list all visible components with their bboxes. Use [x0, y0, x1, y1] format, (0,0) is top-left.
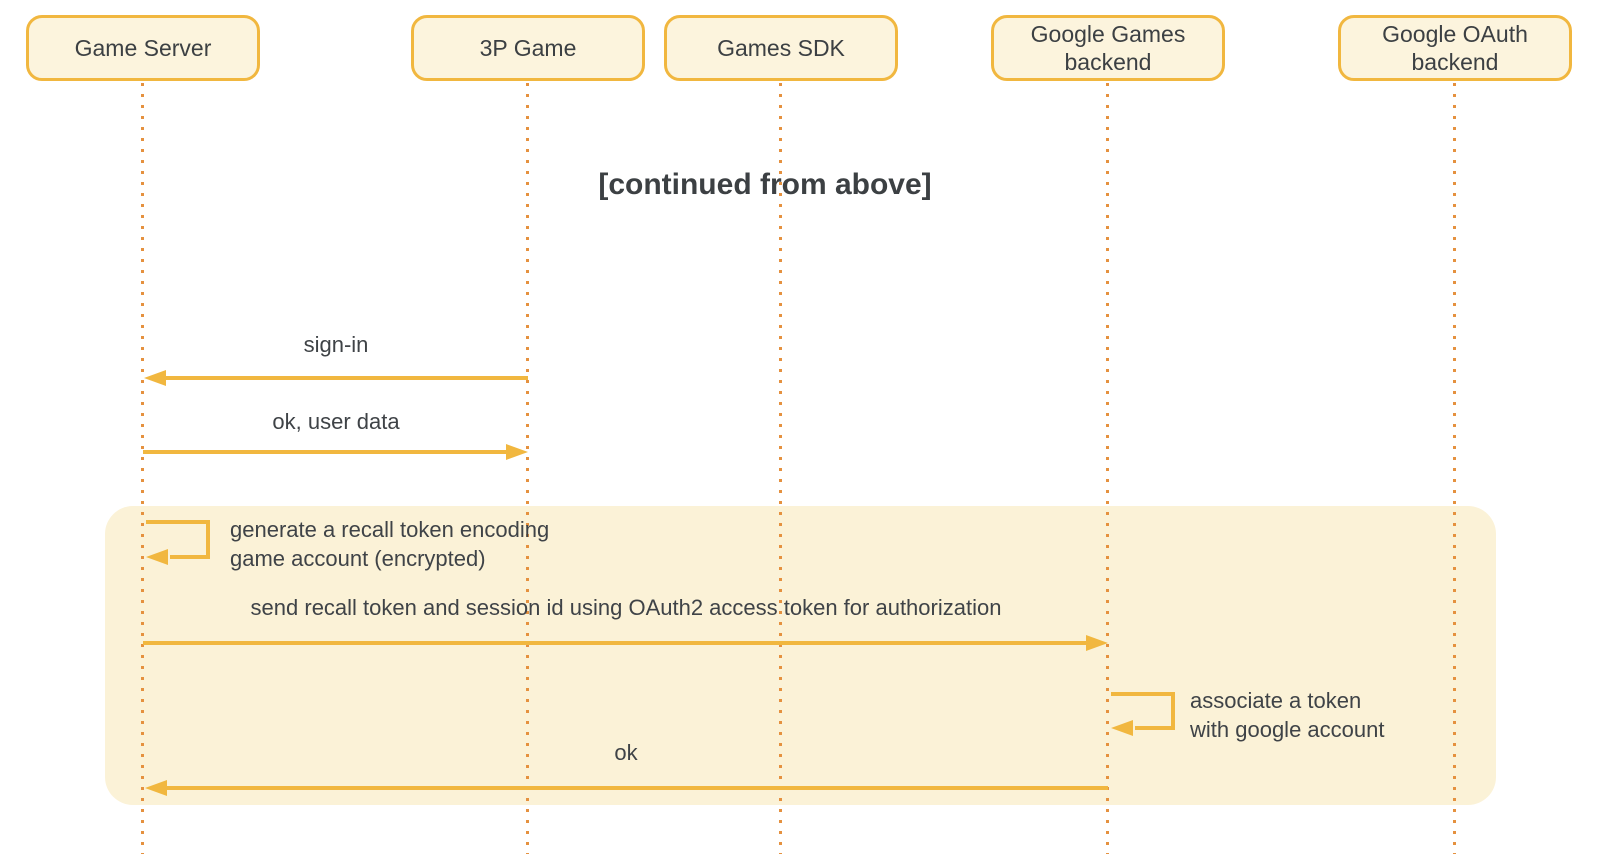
arrowhead-sign-in: [144, 370, 166, 386]
arrow-self-generate-token: [146, 520, 210, 559]
arrowhead-self-generate-token: [146, 549, 168, 565]
lifeline-games-sdk: [779, 83, 782, 854]
arrowhead-ok-user-data: [506, 444, 528, 460]
actor-google-oauth-backend: Google OAuth backend: [1338, 15, 1572, 81]
actor-games-sdk: Games SDK: [664, 15, 898, 81]
message-label-associate-token: associate a token with google account: [1190, 686, 1384, 744]
message-label-sign-in: sign-in: [303, 332, 369, 357]
arrowhead-ok: [145, 780, 167, 796]
message-label-generate-token: generate a recall token encoding game ac…: [230, 515, 549, 573]
actor-games-sdk-label: Games SDK: [717, 35, 845, 61]
actor-google-oauth-backend-label: Google OAuth backend: [1382, 21, 1528, 75]
generate-token-line-2: game account (encrypted): [230, 546, 486, 571]
highlight-region: [105, 506, 1496, 805]
associate-token-line-1: associate a token: [1190, 688, 1362, 713]
arrow-self-associate-token: [1111, 692, 1175, 730]
associate-token-line-2: with google account: [1190, 717, 1385, 742]
generate-token-line-1: generate a recall token encoding: [230, 517, 550, 542]
arrowhead-send-recall-token: [1086, 635, 1108, 651]
lifeline-game-server: [141, 83, 144, 854]
arrowhead-self-associate-token: [1111, 720, 1133, 736]
actor-3p-game: 3P Game: [411, 15, 645, 81]
lifeline-3p-game: [526, 83, 529, 854]
actor-game-server-label: Game Server: [74, 35, 212, 61]
message-label-ok-user-data: ok, user data: [272, 409, 400, 434]
actor-google-games-backend: Google Games backend: [991, 15, 1225, 81]
message-label-ok: ok: [614, 740, 638, 765]
lifeline-google-oauth-backend: [1453, 83, 1456, 854]
actor-google-games-backend-label: Google Games backend: [1030, 21, 1186, 75]
diagram-title: [continued from above]: [598, 168, 932, 201]
actor-game-server: Game Server: [26, 15, 260, 81]
actor-3p-game-label: 3P Game: [479, 35, 577, 61]
message-label-send-recall-token: send recall token and session id using O…: [250, 595, 1002, 620]
lifeline-google-games-backend: [1106, 83, 1109, 854]
